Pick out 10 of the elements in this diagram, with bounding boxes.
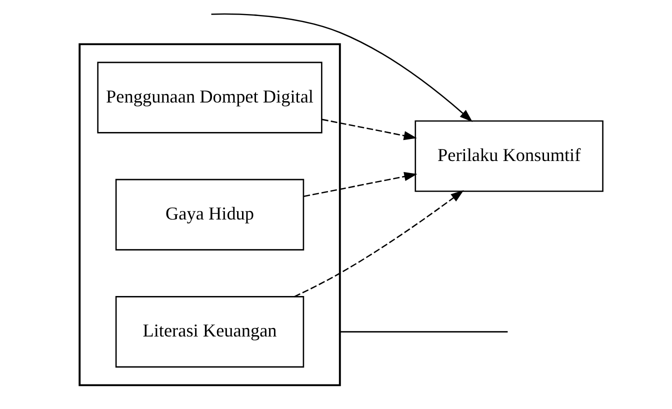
- node-box: Literasi Keuangan: [115, 296, 304, 368]
- node-box: Penggunaan Dompet Digital: [97, 62, 322, 134]
- node-box: Gaya Hidup: [115, 178, 304, 250]
- arrow: [294, 190, 464, 298]
- arrow: [322, 118, 417, 140]
- node-box: Perilaku Konsumtif: [414, 120, 604, 192]
- arrow: [211, 13, 473, 122]
- connector: [340, 331, 508, 332]
- arrow: [304, 172, 418, 198]
- cluster: [78, 43, 341, 386]
